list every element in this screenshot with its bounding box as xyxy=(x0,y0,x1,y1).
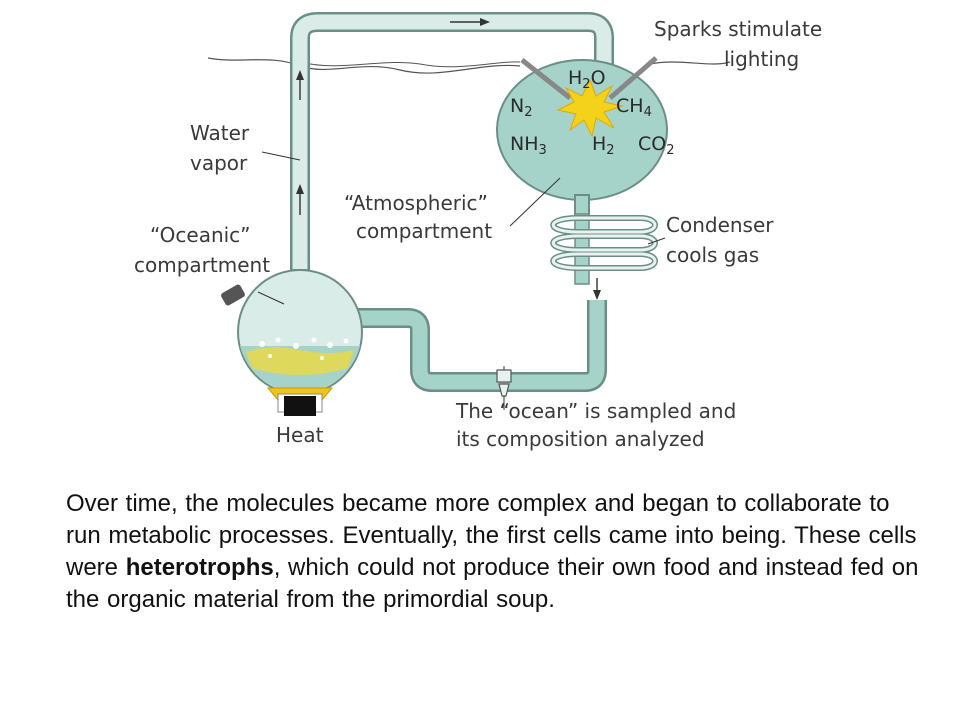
label-sparks: Sparks stimulate xyxy=(654,17,822,41)
formula-carbon-dioxide: CO2 xyxy=(638,133,675,158)
condenser-coil xyxy=(550,213,658,285)
formula-hydrogen: H2 xyxy=(592,133,615,158)
caption-paragraph: Over time, the molecules became more com… xyxy=(66,488,926,616)
label-water-vapor: Water xyxy=(190,121,250,145)
caption-text-1: Over time, the molecules became more com… xyxy=(66,490,917,581)
formula-methane: CH4 xyxy=(616,95,652,120)
heater xyxy=(266,387,334,416)
label-atmospheric: “Atmospheric” xyxy=(344,191,488,215)
label-ocean-sampled: The “ocean” is sampled and xyxy=(455,399,736,423)
miller-urey-diagram: H2O N2 NH3 H2 CH4 CO2 Sparks stimulate l… xyxy=(126,0,906,470)
formula-nitrogen: N2 xyxy=(510,95,533,120)
caption-term-heterotrophs: heterotrophs xyxy=(125,554,274,581)
label-sparks-line2: lighting xyxy=(724,47,799,71)
label-water-vapor-line2: vapor xyxy=(190,151,248,175)
sample-stopcock xyxy=(496,366,512,397)
label-oceanic: “Oceanic” xyxy=(150,223,251,247)
spark-icon xyxy=(556,78,624,138)
label-atmospheric-line2: compartment xyxy=(356,219,492,243)
right-electrode xyxy=(608,56,658,100)
left-electrode xyxy=(520,58,572,100)
label-ocean-sampled-line2: its composition analyzed xyxy=(456,427,705,451)
formula-ammonia: NH3 xyxy=(510,133,547,158)
caption-text-2: , which could not produce their own food… xyxy=(66,554,919,613)
label-condenser: Condenser xyxy=(666,213,774,237)
label-condenser-line2: cools gas xyxy=(666,243,759,267)
label-oceanic-line2: compartment xyxy=(134,253,270,277)
label-heat: Heat xyxy=(276,423,324,447)
oceanic-flask xyxy=(221,269,363,395)
formula-water: H2O xyxy=(568,67,606,92)
